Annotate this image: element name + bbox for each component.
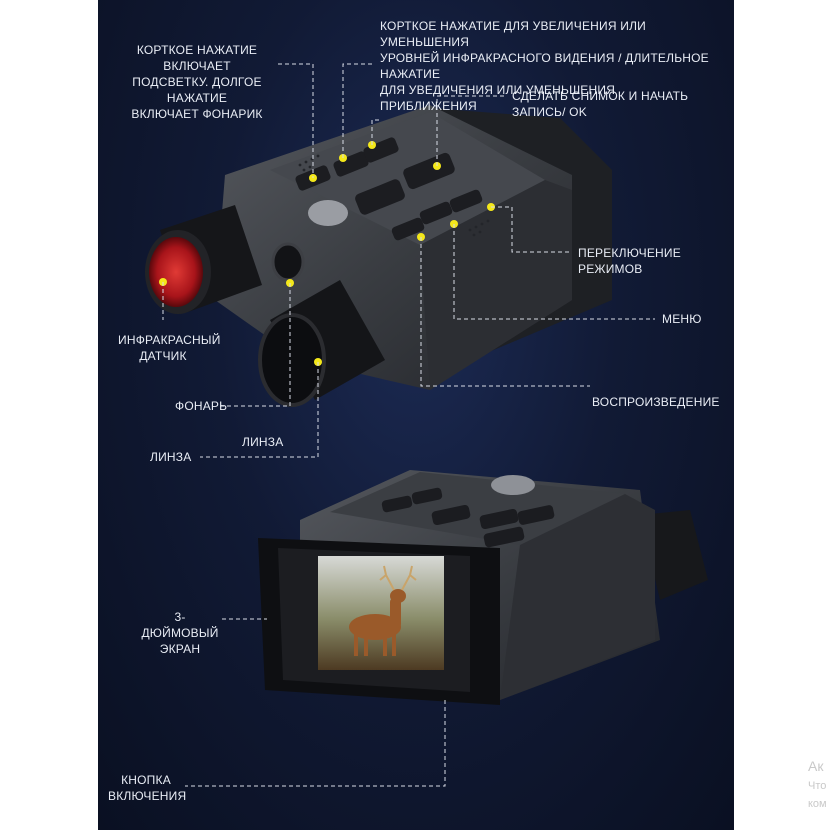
- label-lens-left: Линза: [150, 450, 192, 464]
- watermark-line3: ком: [808, 798, 827, 810]
- label-backlight: Корткое нажатие включает подсветку. Долг…: [131, 43, 263, 121]
- callout-lines: [162, 63, 655, 787]
- device-rear-side: [500, 494, 655, 700]
- rear-buttons: [381, 475, 555, 548]
- label-zoom-ir: Корткое нажатие для увеличения или умень…: [380, 19, 709, 113]
- watermark-line2: Что: [808, 780, 827, 792]
- device-side-panel: [420, 180, 572, 390]
- eyepiece: [640, 510, 708, 600]
- label-mode-switch: Переключение режимов: [578, 246, 681, 276]
- device-rear-top: [330, 472, 625, 545]
- label-lens-top: Линза: [242, 435, 284, 449]
- flashlight-window: [271, 242, 305, 282]
- main-lens-barrel: [258, 280, 385, 407]
- label-power-button: Кнопка включения: [108, 773, 187, 803]
- display-screen: [318, 556, 444, 670]
- binocular-top-view: [145, 105, 612, 623]
- device-illustration: [145, 63, 708, 787]
- deer-antlers: [379, 565, 417, 591]
- label-menu: Меню: [662, 312, 702, 326]
- binocular-rear-view: [258, 470, 708, 705]
- label-screen: 3-дюймовый экран: [141, 610, 219, 656]
- label-flashlight: Фонарь: [175, 399, 228, 413]
- ir-lens-barrel: [145, 205, 262, 314]
- label-ir-sensor: Инфракрасный датчик: [118, 333, 221, 363]
- label-snapshot: Сделать снимок и начать запись/ OK: [512, 89, 689, 119]
- label-playback: Воспроизведение: [592, 395, 720, 409]
- product-poster: [98, 0, 734, 830]
- watermark-line1: Ак: [808, 758, 824, 774]
- deer-image: [349, 589, 406, 656]
